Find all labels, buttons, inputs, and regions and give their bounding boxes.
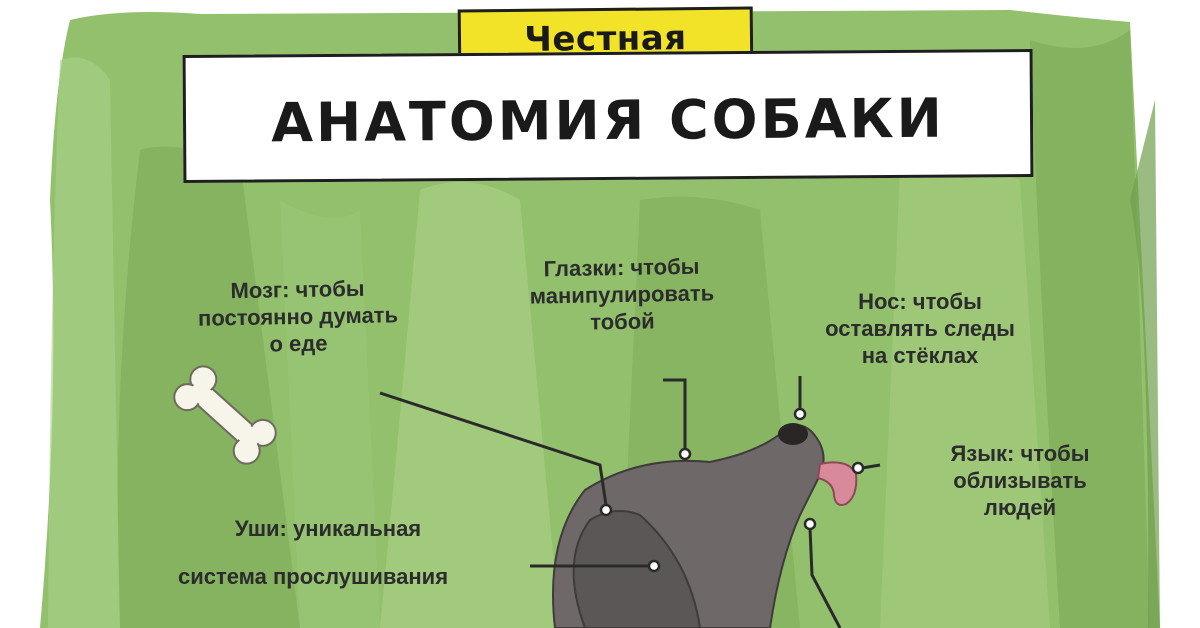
nose-label: Нос: чтобы оставлять следы на стёклах — [760, 288, 1080, 369]
tongue-label: Язык: чтобы облизывать людей — [905, 440, 1135, 521]
bone-icon — [173, 365, 277, 465]
tongue-label-line-1: Язык: чтобы — [950, 441, 1090, 466]
ears-label: Уши: уникальная система прослушивания — [88, 512, 538, 594]
ears-label-line-1: Уши: уникальная — [234, 516, 422, 541]
ears-label-line-2: система прослушивания — [177, 564, 449, 589]
nose-label-line-3: на стёклах — [861, 343, 979, 368]
tongue-label-line-3: людей — [983, 495, 1057, 520]
nose-label-line-1: Нос: чтобы — [858, 289, 982, 314]
eyes-label-line-3: тобой — [590, 308, 655, 335]
brain-label: Мозг: чтобы постоянно думать о еде — [147, 273, 448, 359]
dog-nose — [778, 423, 808, 445]
brain-label-line-3: о еде — [269, 330, 328, 357]
nose-label-line-2: оставлять следы — [825, 316, 1015, 341]
dog-tongue — [816, 461, 858, 506]
eyes-label: Глазки: чтобы манипулировать тобой — [471, 251, 772, 337]
tongue-label-line-2: облизывать — [953, 468, 1087, 493]
